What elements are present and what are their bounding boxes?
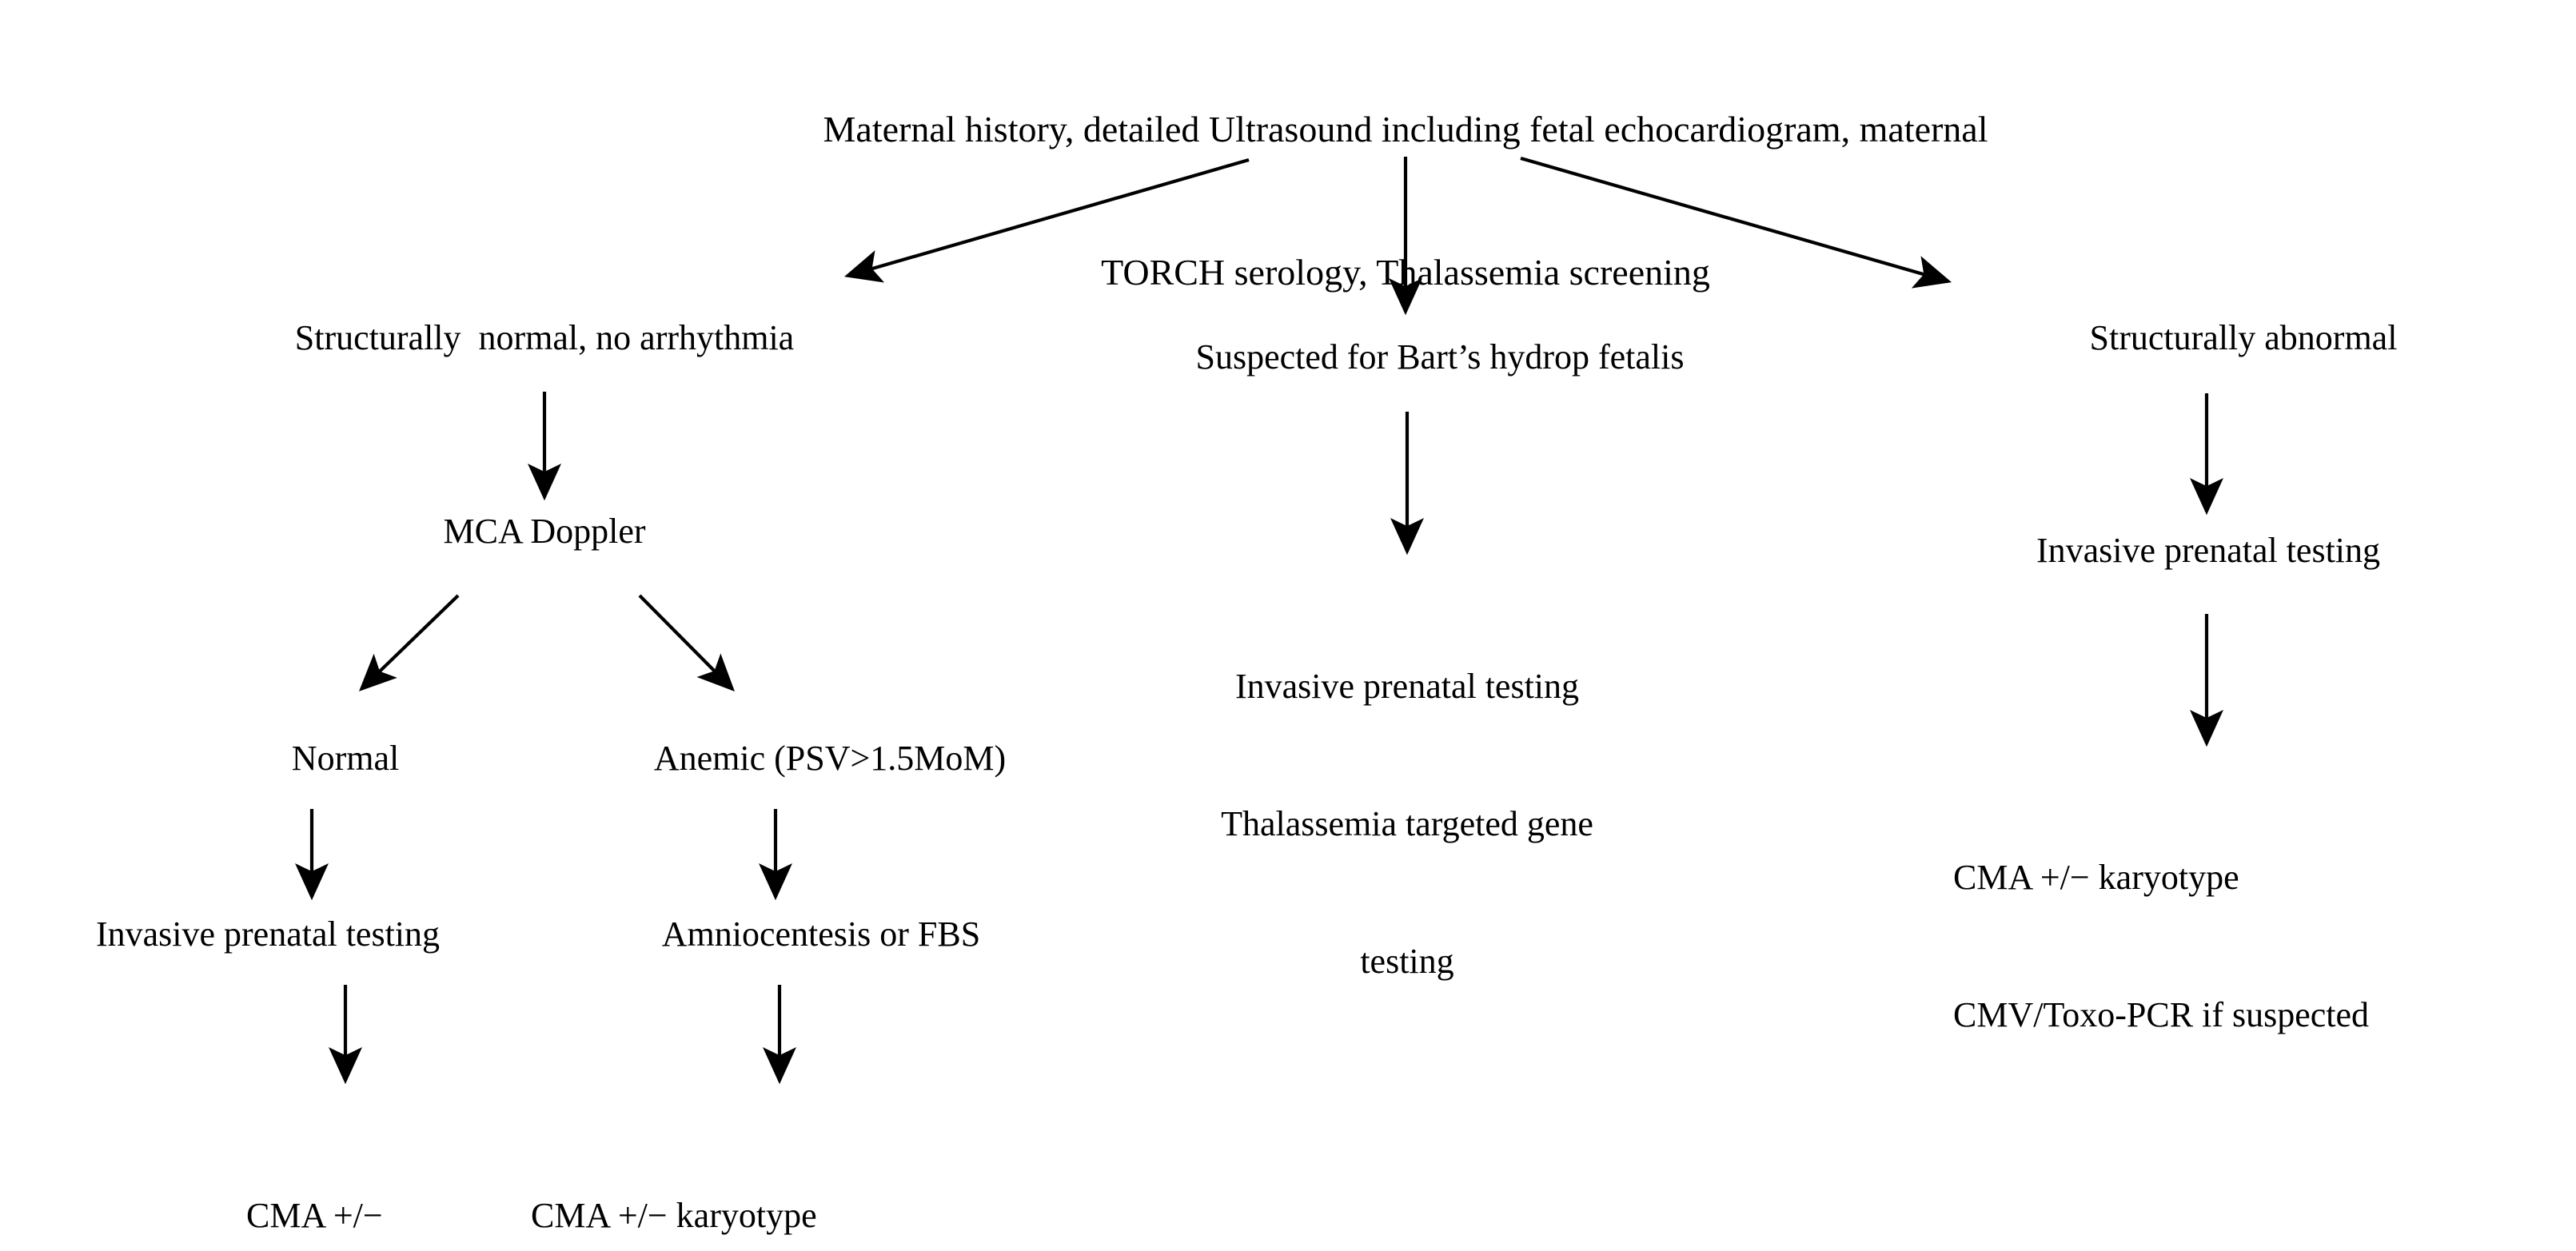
cma-karyotype-mid-line-1: CMA +/− karyotype (531, 1196, 817, 1236)
edge-mca-to-normal (358, 594, 460, 691)
root-node: Maternal history, detailed Ultrasound in… (566, 10, 2245, 392)
cma-karyotype-left-line-1: CMA +/− (246, 1196, 383, 1236)
root-line-2: TORCH serology, Thalassemia screening (1101, 251, 1710, 293)
cma-karyotype-right-line-1: CMA +/− karyotype (1953, 858, 2239, 898)
edge-mca-to-anemic (638, 594, 735, 691)
cma-karyotype-right-node: CMA +/− karyotype CMV/Toxo-PCR if suspec… (1953, 763, 2576, 1129)
thalassemia-result-line-1: Invasive prenatal testing (1234, 667, 1580, 707)
cma-karyotype-right-line-2: CMV/Toxo-PCR if suspected (1953, 994, 2370, 1034)
invasive-prenatal-testing-left-node: Invasive prenatal testing (95, 914, 441, 954)
barts-hydrop-node: Suspected for Bart’s hydrop fetalis (1195, 337, 1685, 376)
thalassemia-result-node: Invasive prenatal testing Thalassemia ta… (1047, 572, 1767, 1075)
structurally-normal-node: Structurally normal, no arrhythmia (294, 318, 795, 357)
mca-doppler-node: MCA Doppler (443, 512, 646, 551)
anemic-node: Anemic (PSV>1.5MoM) (653, 739, 1007, 778)
structurally-abnormal-node: Structurally abnormal (2089, 318, 2398, 357)
invasive-prenatal-testing-right-node: Invasive prenatal testing (2036, 531, 2381, 570)
thalassemia-result-line-2: Thalassemia targeted gene (1221, 803, 1593, 843)
thalassemia-result-line-3: testing (1360, 941, 1454, 981)
cma-karyotype-left-node: CMA +/− karyotype (246, 1102, 582, 1251)
cma-karyotype-mid-node: CMA +/− karyotype CMV/Toxo- PCR if suspe… (531, 1102, 1250, 1251)
root-line-1: Maternal history, detailed Ultrasound in… (823, 108, 1988, 149)
amniocentesis-or-fbs-node: Amniocentesis or FBS (661, 914, 981, 954)
normal-node: Normal (291, 739, 400, 778)
